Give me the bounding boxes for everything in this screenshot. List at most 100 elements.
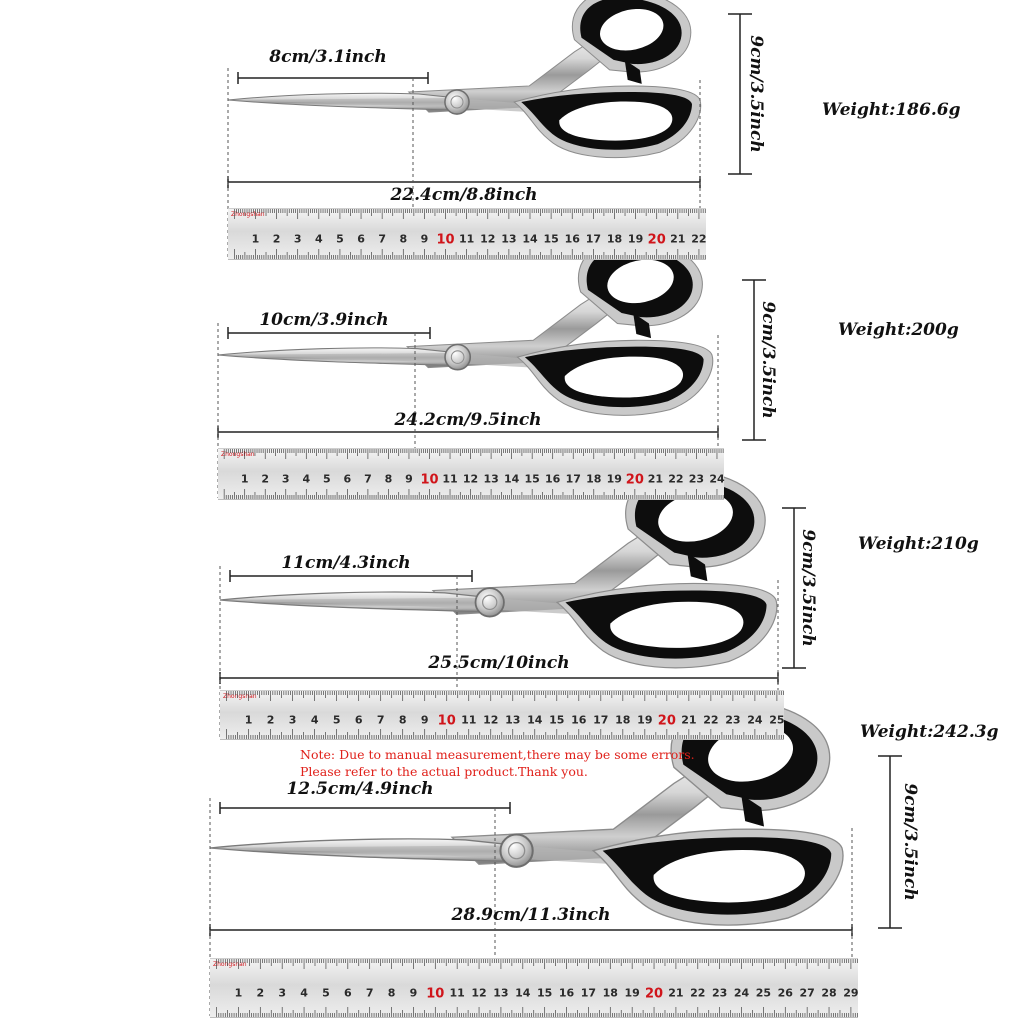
ruler-2-number-7: 7	[364, 472, 372, 486]
ruler-logo-1: Zhongshan	[231, 211, 265, 218]
ruler-2-number-2: 2	[261, 472, 270, 486]
total-length-label-2: 24.2cm/9.5inch	[394, 410, 542, 430]
ruler-1-number-13: 13	[501, 232, 517, 246]
ruler-2-number-20: 20	[625, 472, 644, 488]
weight-label-3: Weight:210g	[858, 534, 979, 554]
ruler-1-number-20: 20	[647, 232, 666, 248]
ruler-4-number-20: 20	[644, 986, 664, 1002]
ruler-4-number-22: 22	[690, 986, 706, 1000]
weight-label-4: Weight:242.3g	[860, 722, 999, 742]
ruler-3-number-11: 11	[461, 713, 477, 727]
ruler-2-number-1: 1	[240, 472, 249, 486]
total-length-line-3	[219, 672, 779, 684]
ruler-ticks-2	[223, 449, 724, 499]
ruler-2-number-13: 13	[483, 472, 499, 486]
ruler-3-number-3: 3	[288, 713, 297, 727]
ruler-logo-4: Zhongshan	[213, 961, 247, 968]
height-line-3	[782, 507, 806, 669]
note-line-2: Please refer to the actual product.Thank…	[300, 764, 588, 779]
blade-length-line-2	[227, 327, 431, 339]
ruler-3-number-23: 23	[725, 713, 741, 727]
ruler-4-number-23: 23	[712, 986, 728, 1000]
ruler-1-number-3: 3	[293, 232, 302, 246]
ruler-1-number-9: 9	[420, 232, 429, 246]
blade-length-label-4: 12.5cm/4.9inch	[286, 779, 434, 799]
ruler-4-number-19: 19	[624, 986, 640, 1000]
ruler-1-number-14: 14	[522, 232, 538, 246]
ruler-1-number-17: 17	[585, 232, 601, 246]
ruler-4-number-15: 15	[537, 986, 553, 1000]
ruler-3-number-4: 4	[310, 713, 319, 727]
ruler-1-number-21: 21	[670, 232, 686, 246]
ruler-1-number-18: 18	[606, 232, 623, 246]
weight-label-2: Weight:200g	[838, 320, 959, 340]
total-length-label-1: 22.4cm/8.8inch	[390, 185, 538, 205]
ruler-4-number-12: 12	[471, 986, 487, 1000]
ruler-1-number-15: 15	[543, 232, 559, 246]
scissors-1	[227, 0, 702, 159]
ruler-1-number-7: 7	[378, 232, 386, 246]
ruler-3-number-15: 15	[549, 713, 565, 727]
ruler-2-number-23: 23	[688, 472, 705, 486]
ruler-2-number-10: 10	[420, 472, 439, 488]
ruler-3-number-7: 7	[376, 713, 385, 727]
ruler-logo-2: Zhongshan	[221, 451, 255, 458]
ruler-1-number-12: 12	[480, 232, 496, 246]
ruler-2-number-14: 14	[503, 472, 520, 486]
ruler-4-number-10: 10	[426, 986, 445, 1002]
ruler-3-number-5: 5	[332, 713, 341, 727]
ruler-1-number-6: 6	[357, 232, 365, 246]
ruler-3-number-19: 19	[637, 713, 653, 727]
ruler-2-number-5: 5	[323, 472, 331, 486]
ruler-4-number-24: 24	[733, 986, 750, 1000]
ruler-4-number-25: 25	[755, 986, 772, 1000]
ruler-ticks-3	[226, 691, 784, 739]
ruler-3-number-22: 22	[703, 713, 719, 727]
blade-length-label-3: 11cm/4.3inch	[281, 553, 411, 573]
ruler-1-number-16: 16	[564, 232, 580, 246]
ruler-logo-3: Zhongshan	[223, 693, 257, 700]
ruler-1-number-4: 4	[314, 232, 323, 246]
ruler-2-number-16: 16	[545, 472, 561, 486]
ruler-4-number-2: 2	[256, 986, 265, 1000]
ruler-4-number-29: 29	[843, 986, 859, 1000]
ruler-1-number-8: 8	[399, 232, 408, 246]
ruler-4-number-7: 7	[365, 986, 374, 1000]
blade-length-label-2: 10cm/3.9inch	[259, 310, 389, 330]
ruler-4-number-21: 21	[668, 986, 684, 1000]
ruler-4-number-27: 27	[799, 986, 815, 1000]
ruler-2-number-17: 17	[565, 472, 581, 486]
height-line-1	[728, 13, 752, 175]
ruler-2-number-15: 15	[524, 472, 540, 486]
ruler-1-number-22: 22	[691, 232, 707, 246]
weight-label-1: Weight:186.6g	[822, 100, 961, 120]
ruler-4-number-8: 8	[387, 986, 396, 1000]
ruler-2-number-8: 8	[384, 472, 393, 486]
ruler-4-number-5: 5	[322, 986, 330, 1000]
ruler-3-number-24: 24	[747, 713, 763, 727]
ruler-2-number-6: 6	[343, 472, 352, 486]
ruler-4-number-11: 11	[449, 986, 465, 1000]
ruler-4-number-18: 18	[602, 986, 618, 1000]
ruler-3-number-13: 13	[505, 713, 521, 727]
ruler-1-number-11: 11	[458, 232, 475, 246]
height-label-2: 9cm/3.5inch	[758, 301, 778, 419]
ruler-2-number-19: 19	[606, 472, 622, 486]
ruler-1-number-19: 19	[627, 232, 644, 246]
ruler-1-number-10: 10	[436, 232, 455, 248]
ruler-1-number-1: 1	[251, 232, 260, 246]
ruler-2-number-22: 22	[668, 472, 684, 486]
height-line-2	[742, 279, 766, 441]
ruler-3-number-10: 10	[437, 713, 456, 729]
ruler-4-number-17: 17	[580, 986, 597, 1000]
ruler-3-number-8: 8	[398, 713, 407, 727]
ruler-4-number-1: 1	[234, 986, 243, 1000]
ruler-3-number-6: 6	[354, 713, 363, 727]
ruler-4-number-26: 26	[777, 986, 793, 1000]
ruler-2-number-11: 11	[442, 472, 458, 486]
